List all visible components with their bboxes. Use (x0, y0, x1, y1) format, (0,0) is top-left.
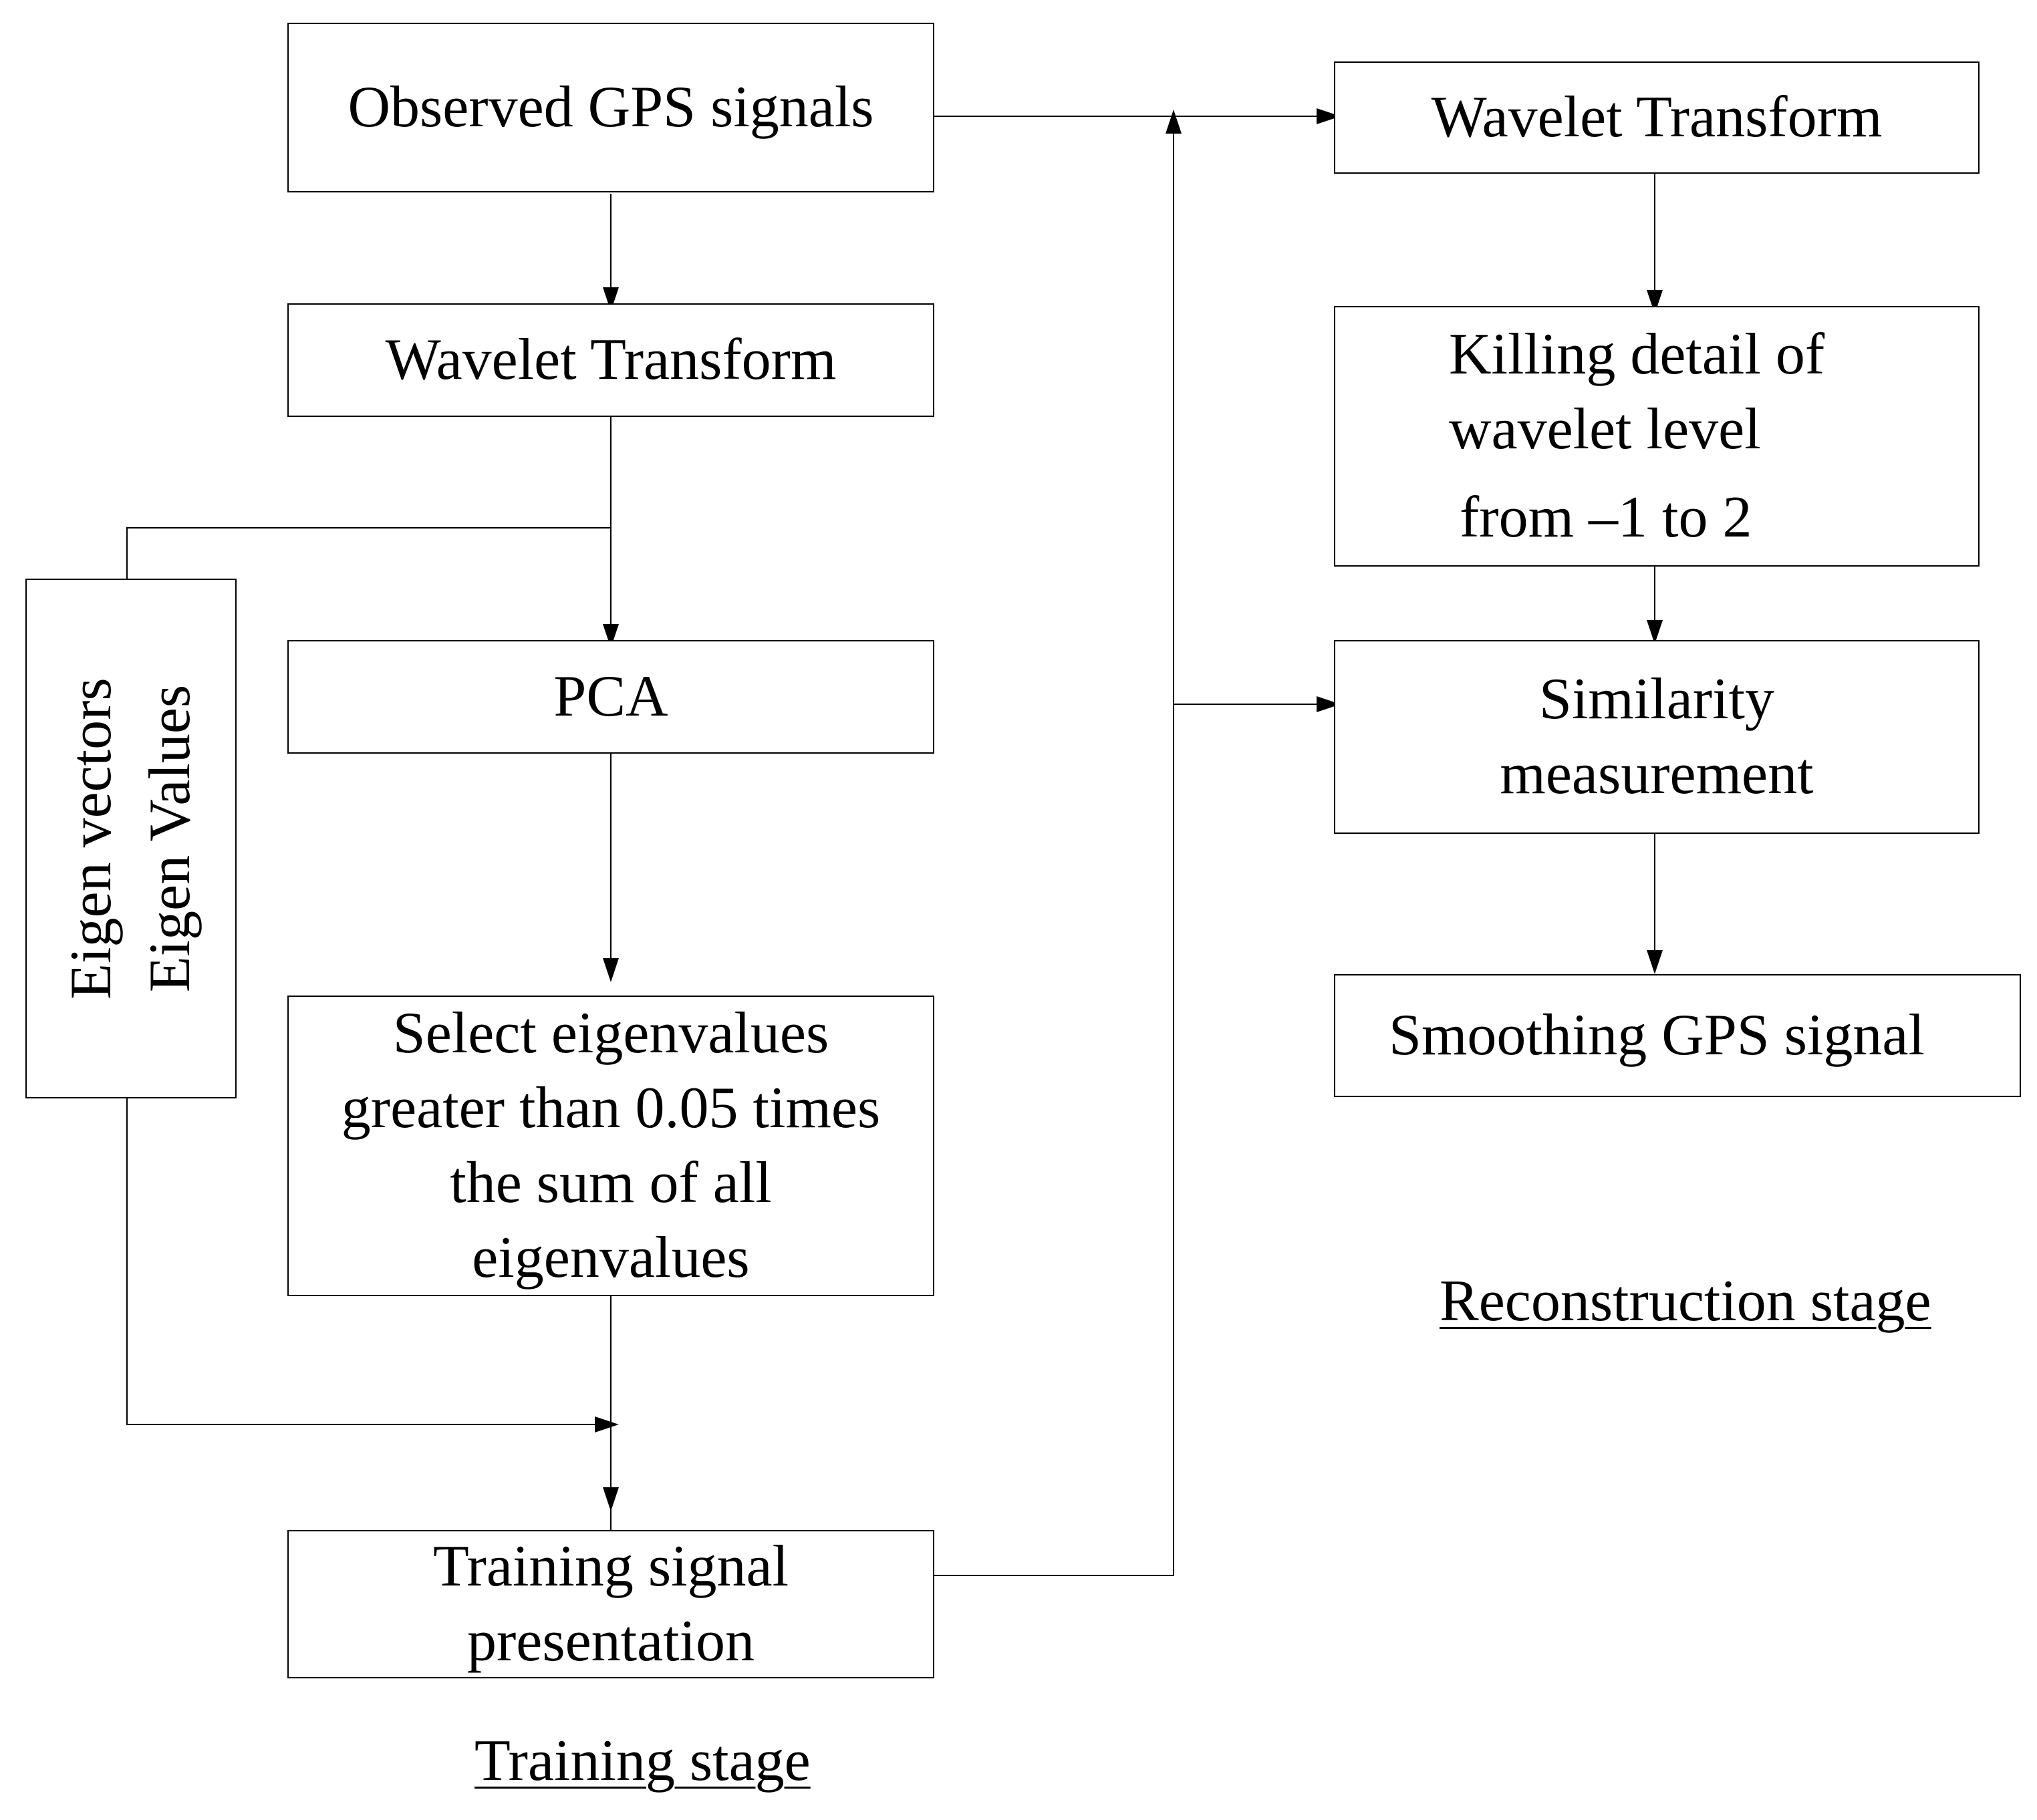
killing-line-1: Killing detail of (1449, 322, 1825, 387)
line-training-to-bus (934, 116, 1174, 1576)
arrow-eigen-to-training (126, 1098, 619, 1432)
observed-gps-label: Observed GPS signals (348, 75, 874, 140)
select-eigenvalues-box: Select eigenvalues greater than 0.05 tim… (287, 996, 934, 1296)
eigen-vectors-label: Eigen vectors (59, 677, 124, 1000)
recon-wavelet-transform-label: Wavelet Transform (1431, 85, 1883, 150)
similarity-line-2: measurement (1500, 742, 1814, 806)
wavelet-transform-box: Wavelet Transform (287, 303, 934, 417)
smoothing-box: Smoothing GPS signal (1334, 974, 2021, 1097)
line-wavelet-to-eigen (126, 527, 611, 579)
select-line-2: greater than 0.05 times (341, 1076, 881, 1141)
observed-gps-box: Observed GPS signals (287, 23, 934, 192)
select-line-4: eigenvalues (472, 1225, 750, 1290)
similarity-line-1: Similarity (1539, 667, 1774, 732)
select-line-3: the sum of all (450, 1151, 772, 1215)
eigen-box: Eigen vectors Eigen Values (25, 579, 237, 1098)
recon-wavelet-transform-box: Wavelet Transform (1334, 61, 1980, 174)
reconstruction-stage-label: Reconstruction stage (1440, 1269, 1931, 1334)
pca-label: PCA (553, 664, 668, 729)
killing-line-2: wavelet level (1449, 397, 1761, 462)
eigen-text: Eigen vectors Eigen Values (52, 677, 210, 999)
similarity-box: Similarity measurement (1334, 640, 1980, 834)
eigen-values-label: Eigen Values (138, 684, 202, 993)
killing-line-3: from –1 to 2 (1460, 485, 1752, 550)
training-signal-box: Training signal presentation (287, 1530, 934, 1678)
smoothing-label: Smoothing GPS signal (1389, 1003, 1925, 1068)
training-stage-label: Training stage (474, 1728, 811, 1793)
training-signal-line-1: Training signal (432, 1534, 789, 1599)
wavelet-transform-label: Wavelet Transform (385, 327, 837, 392)
pca-box: PCA (287, 640, 934, 754)
select-line-1: Select eigenvalues (392, 1001, 829, 1066)
training-signal-line-2: presentation (466, 1609, 755, 1674)
killing-detail-box: Killing detail of wavelet level from –1 … (1334, 306, 1980, 567)
